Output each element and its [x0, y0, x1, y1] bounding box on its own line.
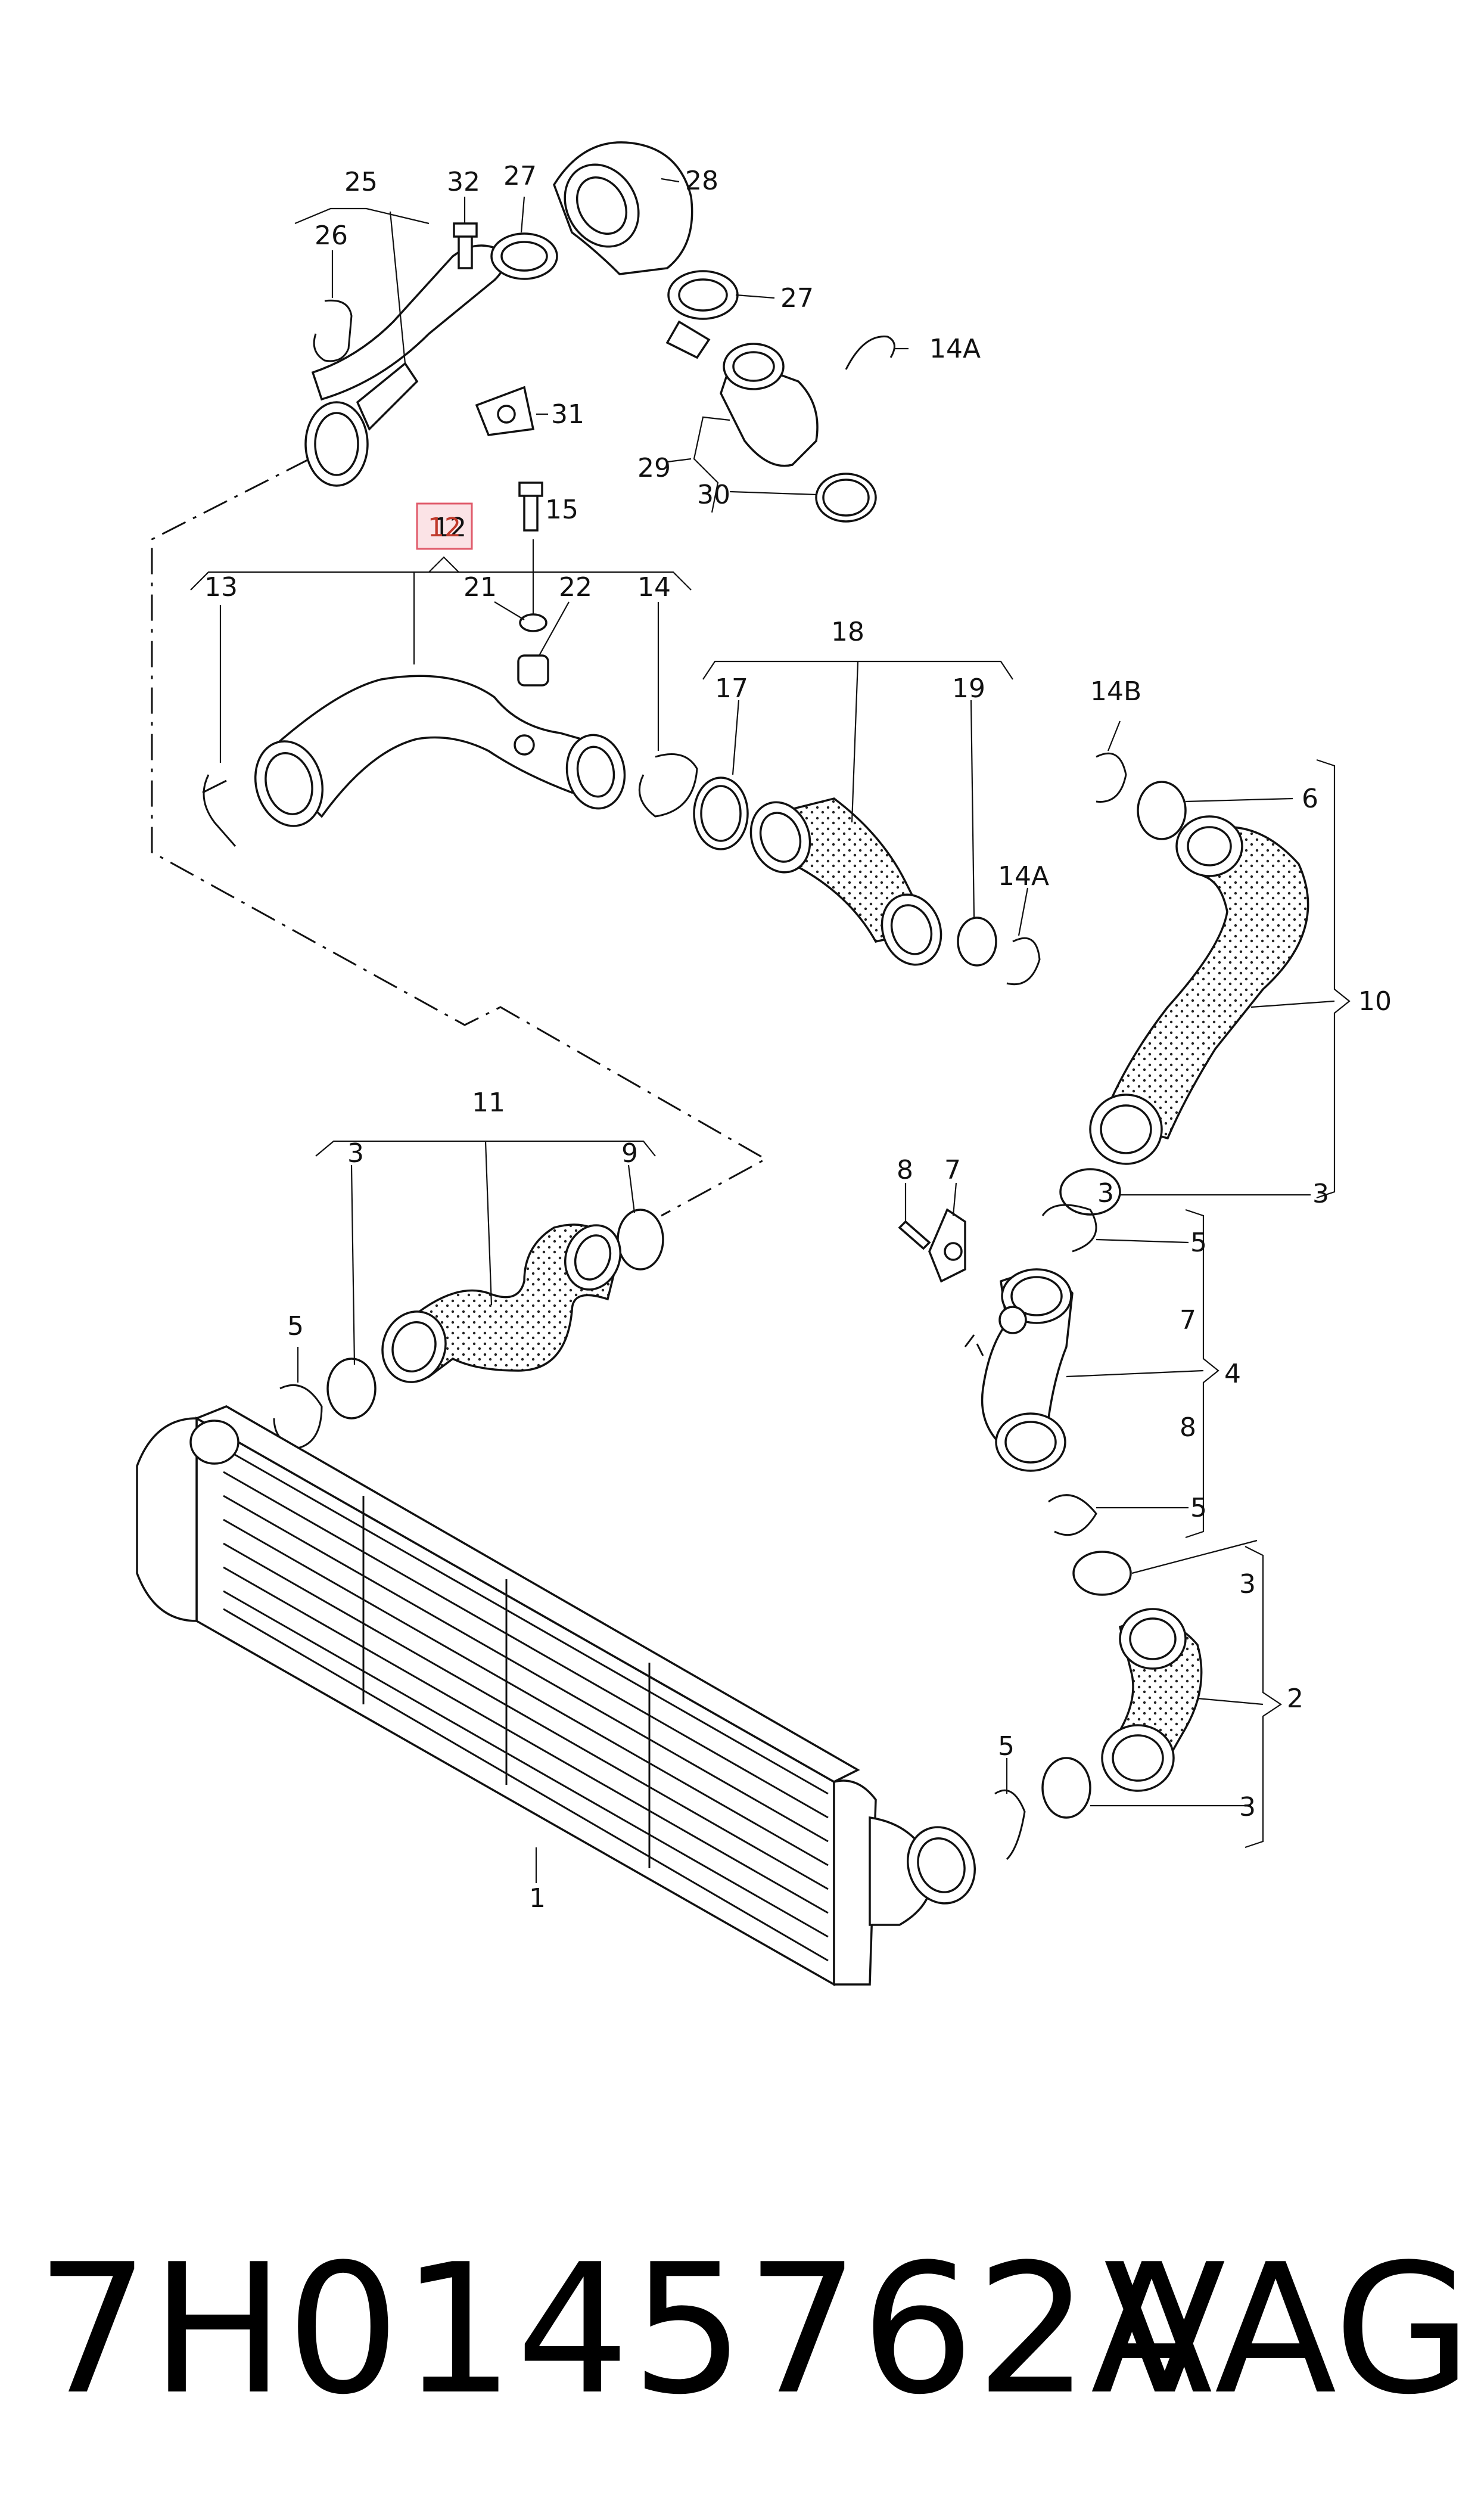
callout-label: 3	[347, 1138, 364, 1169]
callout-label: 2	[1287, 1684, 1303, 1714]
callout-label: 5	[1190, 1228, 1207, 1258]
callout-label: 12	[433, 513, 466, 543]
callout-label: 5	[998, 1731, 1015, 1762]
callout-label: 3	[1097, 1178, 1114, 1209]
callout-label: 10	[1358, 986, 1392, 1017]
callout-label: 15	[545, 495, 578, 525]
callout-label: 9	[621, 1138, 638, 1169]
callout-label: 14	[637, 572, 671, 602]
part-number: 7H0145762A	[36, 2226, 1214, 2434]
footer: 7H0145762A VAG	[0, 2205, 1484, 2455]
callout-label: 7	[944, 1155, 961, 1185]
callout-label: 26	[315, 220, 348, 251]
brand-name: VAG	[1103, 2226, 1472, 2434]
callout-label: 17	[715, 673, 748, 704]
callout-label: 14B	[1090, 676, 1141, 707]
callout-label: 14A	[929, 334, 981, 364]
callout-label: 13	[204, 572, 238, 602]
callout-label: 19	[952, 673, 985, 704]
callout-label: 8	[897, 1155, 913, 1185]
callout-label: 29	[637, 453, 671, 483]
right-hose-group	[898, 720, 1351, 1860]
callout-label: 28	[685, 166, 718, 196]
callout-label: 32	[447, 167, 480, 197]
callout-label: 11	[472, 1088, 505, 1118]
callout-label: 30	[697, 480, 730, 510]
callout-label: 31	[551, 399, 584, 430]
callout-label: 25	[344, 167, 378, 197]
middle-hose-group	[190, 482, 1041, 986]
highlighted-callout-12: 12	[428, 513, 461, 543]
callout-label: 1	[529, 1883, 546, 1914]
callout-label: 3	[1239, 1792, 1256, 1822]
upper-hose-group	[294, 141, 909, 523]
callout-label: 18	[831, 617, 864, 647]
callout-label: 27	[503, 161, 537, 191]
highlight-box-12	[416, 502, 473, 550]
callout-label: 21	[463, 572, 497, 602]
callout-label: 22	[559, 572, 592, 602]
callout-label: 4	[1224, 1359, 1241, 1389]
callout-label: 14A	[998, 861, 1049, 892]
lower-left-hose-group	[273, 1140, 664, 1449]
callout-label: 3	[1312, 1179, 1329, 1209]
callout-label: 3	[1239, 1569, 1256, 1599]
callout-label: 27	[780, 283, 814, 313]
assembly-dashline	[151, 458, 768, 1217]
callout-labels: 1 2 3 3 3 3 3 4 5 5 5 5 6 7 7 8 8 9 10 1…	[204, 161, 1392, 1914]
parts-exploded-diagram: 1 2 3 3 3 3 3 4 5 5 5 5 6 7 7 8 8 9 10 1…	[136, 141, 1392, 1987]
callout-label: 6	[1302, 784, 1318, 814]
callout-label: 8	[1180, 1412, 1196, 1443]
callout-label: 5	[1190, 1493, 1207, 1523]
callout-label: 5	[287, 1311, 304, 1341]
callout-label: 7	[1180, 1305, 1196, 1335]
intercooler	[136, 1405, 976, 1987]
